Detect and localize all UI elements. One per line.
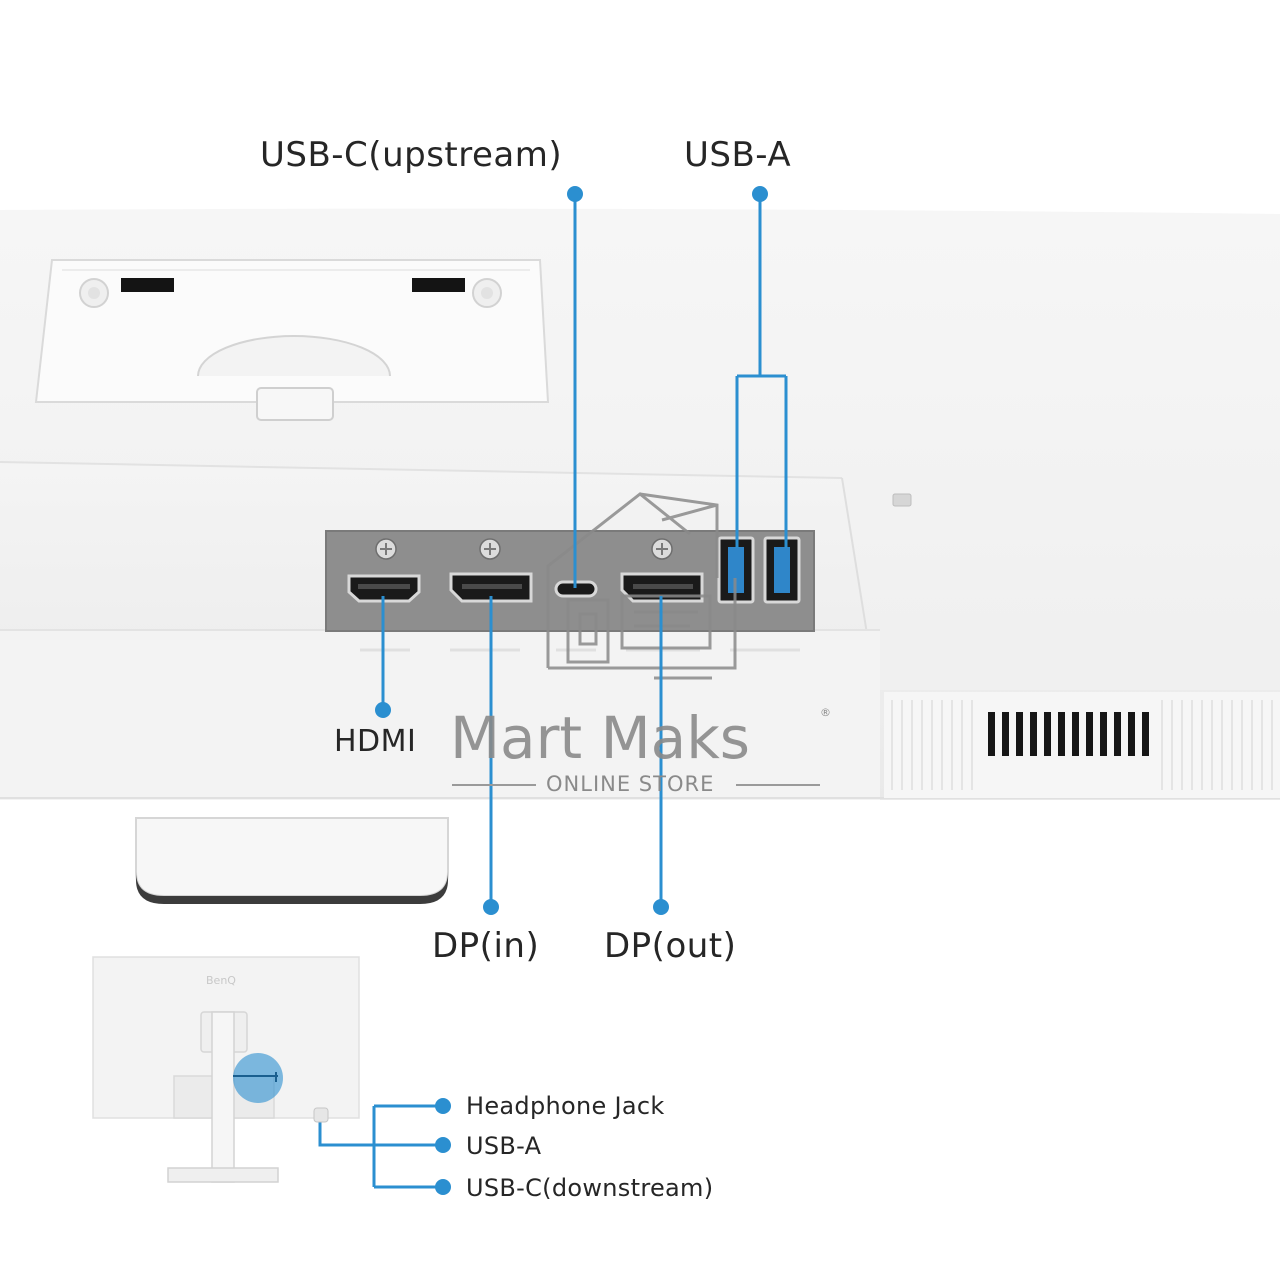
usb-a-rear-label: USB-A: [684, 135, 792, 175]
side-port-highlight-icon: [233, 1053, 283, 1103]
screw-icon: [651, 538, 673, 560]
stand-foot: [135, 817, 449, 904]
vent-grille: [884, 692, 1280, 798]
headphone-jack-label: Headphone Jack: [466, 1092, 665, 1120]
inset-brand-logo: BenQ: [206, 974, 236, 987]
watermark-registered-mark: ®: [820, 706, 831, 719]
inset-side-port-icon: [313, 1107, 329, 1123]
watermark-rule-right: [736, 784, 820, 786]
callout-usb-a-line: [735, 194, 788, 548]
usb-a-port-icon: [763, 536, 801, 604]
watermark-tagline: ONLINE STORE: [546, 772, 715, 796]
callout-lines: [318, 194, 788, 1189]
watermark-rule-left: [452, 784, 536, 786]
vesa-mount-plate: [34, 259, 550, 421]
hdmi-label: HDMI: [334, 724, 417, 759]
callout-dots: [375, 186, 768, 1195]
dp-in-label: DP(in): [432, 926, 540, 966]
side-usb-a-label: USB-A: [466, 1132, 542, 1160]
watermark-brand: Mart Maks: [450, 704, 750, 772]
screw-icon: [375, 538, 397, 560]
screw-icon: [479, 538, 501, 560]
callout-side-ports-line: [318, 1104, 443, 1189]
usb-c-downstream-label: USB-C(downstream): [466, 1174, 714, 1202]
dp-out-label: DP(out): [604, 926, 737, 966]
watermark-house-logo-icon: [546, 492, 737, 680]
inset-monitor-rear-view: [92, 956, 360, 1183]
usb-a-port-icon: [717, 536, 755, 604]
usb-c-upstream-label: USB-C(upstream): [260, 135, 563, 175]
